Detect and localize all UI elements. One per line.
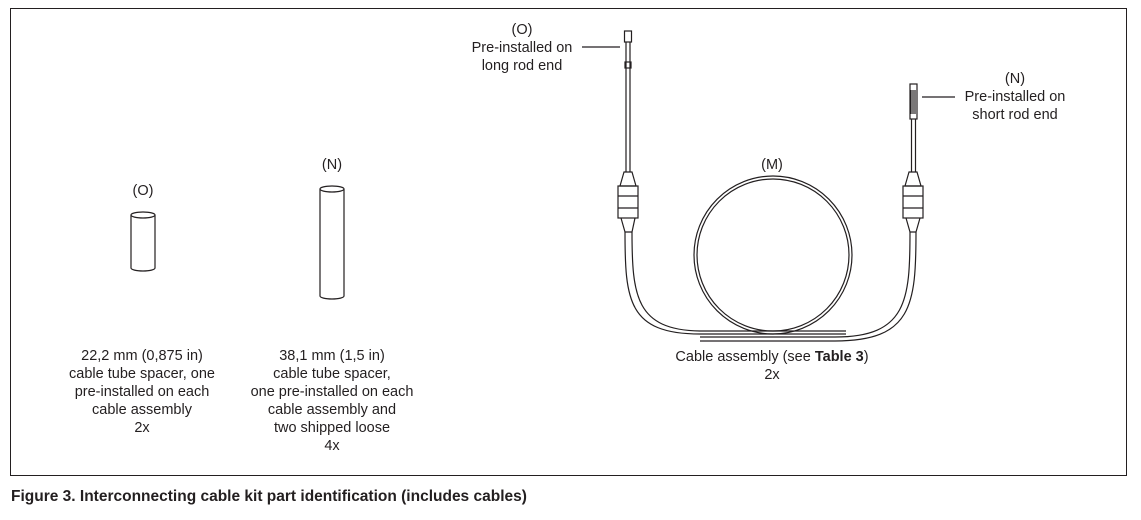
long-spacer-line: one pre-installed on each — [250, 384, 414, 400]
short-spacer-callout: (O) — [132, 183, 154, 199]
short-spacer-line: cable assembly — [92, 402, 192, 418]
long-spacer-quantity: 4x — [324, 438, 340, 454]
short-spacer-line: 22,2 mm (0,875 in) — [81, 348, 203, 364]
short-end-line: Pre-installed on — [964, 89, 1066, 105]
short-tube-spacer — [130, 211, 156, 272]
long-spacer-line: cable tube spacer, — [273, 366, 391, 382]
short-spacer-line: cable tube spacer, one — [69, 366, 215, 382]
long-end-label: (O) Pre-installed on long rod end — [462, 21, 582, 75]
figure-frame — [10, 8, 1127, 476]
long-end-line: long rod end — [481, 58, 563, 74]
long-spacer-description: 38,1 mm (1,5 in) cable tube spacer, one … — [232, 347, 432, 455]
figure-caption: Figure 3. Interconnecting cable kit part… — [11, 488, 527, 505]
cable-assembly-title-suffix: ) — [863, 349, 869, 365]
long-end-line: Pre-installed on — [471, 40, 573, 56]
cable-assembly-title: Cable assembly (see Table 3) — [622, 348, 922, 366]
cable-assembly-callout: (M) — [761, 157, 783, 173]
short-spacer-quantity: 2x — [134, 420, 150, 436]
cable-assembly-title-prefix: Cable assembly (see — [675, 349, 815, 365]
cable-assembly — [617, 30, 924, 342]
short-end-label: (N) Pre-installed on short rod end — [955, 70, 1075, 124]
short-end-line: short rod end — [972, 107, 1058, 123]
cable-assembly-quantity: 2x — [764, 367, 780, 383]
table-reference: Table 3 — [814, 349, 864, 365]
long-spacer-line: 38,1 mm (1,5 in) — [279, 348, 385, 364]
short-end-callout: (N) — [1004, 71, 1026, 87]
long-tube-spacer — [319, 185, 345, 300]
short-spacer-line: pre-installed on each — [74, 384, 210, 400]
short-spacer-description: 22,2 mm (0,875 in) cable tube spacer, on… — [52, 347, 232, 437]
long-spacer-callout: (N) — [321, 157, 343, 173]
long-spacer-line: cable assembly and — [267, 402, 397, 418]
long-end-callout: (O) — [511, 22, 533, 38]
cable-assembly-description: Cable assembly (see Table 3) 2x — [622, 348, 922, 384]
long-spacer-line: two shipped loose — [273, 420, 391, 436]
